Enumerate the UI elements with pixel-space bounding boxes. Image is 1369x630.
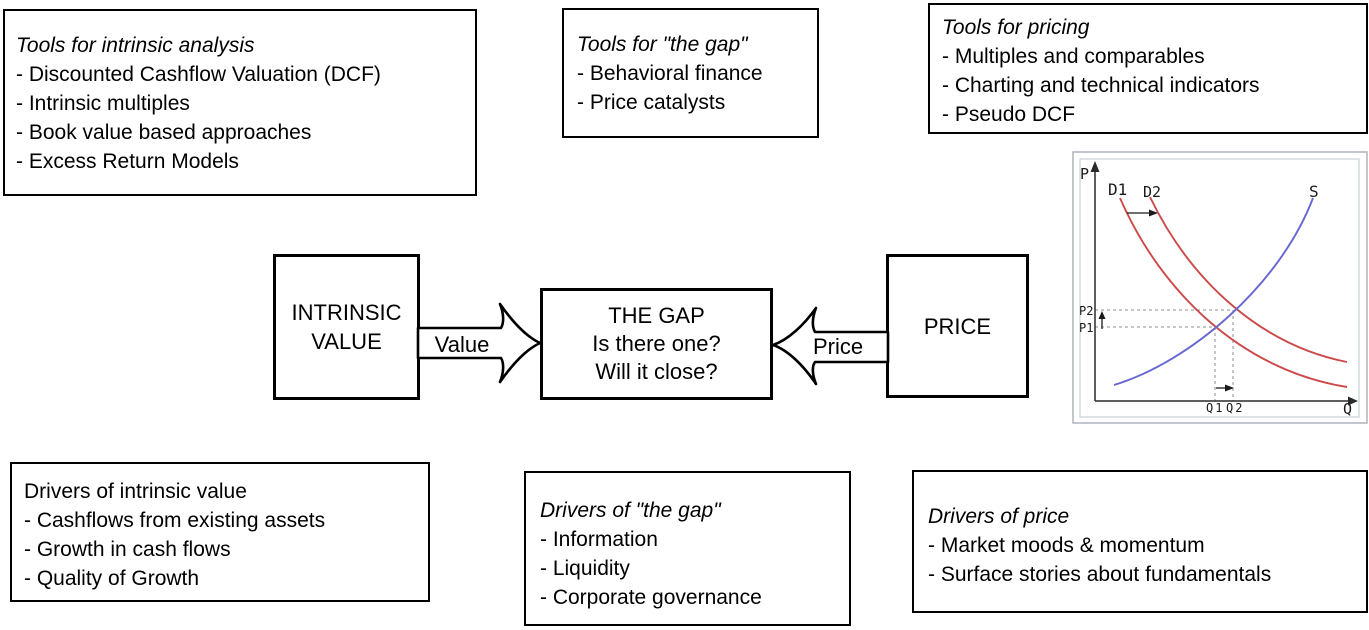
demand2-label: D2 bbox=[1143, 183, 1161, 201]
drivers-gap-box: Drivers of "the gap" - Information - Liq… bbox=[524, 471, 851, 626]
y-axis-arrowhead-icon bbox=[1090, 161, 1100, 172]
list-item: - Discounted Cashflow Valuation (DCF) bbox=[16, 63, 381, 86]
the-gap-box: THE GAP Is there one? Will it close? bbox=[540, 288, 773, 400]
dashed-guides bbox=[1095, 309, 1234, 401]
list-item: - Behavioral finance bbox=[577, 62, 763, 85]
value-arrow-label: Value bbox=[434, 332, 490, 357]
qty1-tick-label: Q1 bbox=[1206, 401, 1224, 415]
shift-annotation-arrows bbox=[1098, 209, 1234, 392]
intrinsic-value-line: INTRINSIC bbox=[291, 300, 402, 325]
list-item: - Liquidity bbox=[540, 557, 630, 580]
list-item: - Surface stories about fundamentals bbox=[928, 563, 1272, 586]
list-item: - Corporate governance bbox=[540, 586, 762, 609]
x-axis-arrowhead-icon bbox=[1348, 396, 1358, 406]
tools-intrinsic-analysis-box: Tools for intrinsic analysis - Discounte… bbox=[3, 9, 477, 196]
box-title: Drivers of "the gap" bbox=[540, 499, 721, 522]
list-item: - Price catalysts bbox=[577, 91, 726, 114]
drivers-intrinsic-value-box: Drivers of intrinsic value - Cashflows f… bbox=[10, 462, 430, 602]
box-title: Tools for intrinsic analysis bbox=[16, 34, 255, 57]
box-title: Tools for pricing bbox=[942, 16, 1090, 39]
y-axis-label: P bbox=[1080, 165, 1089, 183]
box-title: Tools for "the gap" bbox=[577, 33, 748, 56]
list-item: - Growth in cash flows bbox=[24, 538, 231, 561]
gap-line: Is there one? bbox=[592, 331, 721, 356]
qty2-tick-label: Q2 bbox=[1226, 401, 1244, 415]
list-item: - Cashflows from existing assets bbox=[24, 509, 326, 532]
tools-pricing-box: Tools for pricing - Multiples and compar… bbox=[928, 3, 1368, 134]
price-arrow-label: Price bbox=[812, 334, 864, 359]
list-item: - Intrinsic multiples bbox=[16, 92, 190, 115]
price-box-label: PRICE bbox=[923, 313, 992, 339]
tools-gap-box: Tools for "the gap" - Behavioral finance… bbox=[562, 8, 819, 138]
list-item: - Excess Return Models bbox=[16, 150, 239, 173]
supply-label: S bbox=[1309, 182, 1319, 201]
value-arrow-icon bbox=[416, 302, 542, 384]
box-title: Drivers of intrinsic value bbox=[24, 480, 247, 503]
intrinsic-value-box: INTRINSIC VALUE bbox=[273, 254, 420, 400]
price1-tick-label: P1 bbox=[1079, 321, 1093, 335]
supply-curve-s bbox=[1113, 197, 1314, 386]
supply-demand-chart: P Q D1 D2 S P2 P1 Q1 Q2 bbox=[1072, 151, 1368, 424]
chart-inner-frame bbox=[1079, 158, 1360, 418]
demand-curve-d1 bbox=[1119, 197, 1348, 388]
demand1-label: D1 bbox=[1108, 180, 1127, 199]
intrinsic-value-line: VALUE bbox=[311, 329, 382, 354]
gap-line: Will it close? bbox=[595, 359, 718, 384]
drivers-price-box: Drivers of price - Market moods & moment… bbox=[912, 470, 1368, 613]
list-item: - Information bbox=[540, 528, 658, 551]
price-box: PRICE bbox=[886, 254, 1029, 398]
list-item: - Market moods & momentum bbox=[928, 534, 1205, 557]
list-item: - Quality of Growth bbox=[24, 567, 200, 590]
axes bbox=[1094, 168, 1351, 402]
list-item: - Book value based approaches bbox=[16, 121, 312, 144]
list-item: - Multiples and comparables bbox=[942, 45, 1205, 68]
list-item: - Charting and technical indicators bbox=[942, 74, 1260, 97]
demand-curve-d2 bbox=[1149, 196, 1348, 363]
price-arrow-icon bbox=[771, 306, 890, 386]
gap-line: THE GAP bbox=[608, 303, 705, 328]
price2-tick-label: P2 bbox=[1079, 304, 1093, 318]
box-title: Drivers of price bbox=[928, 505, 1070, 528]
x-axis-label: Q bbox=[1343, 400, 1352, 418]
list-item: - Pseudo DCF bbox=[942, 103, 1076, 126]
